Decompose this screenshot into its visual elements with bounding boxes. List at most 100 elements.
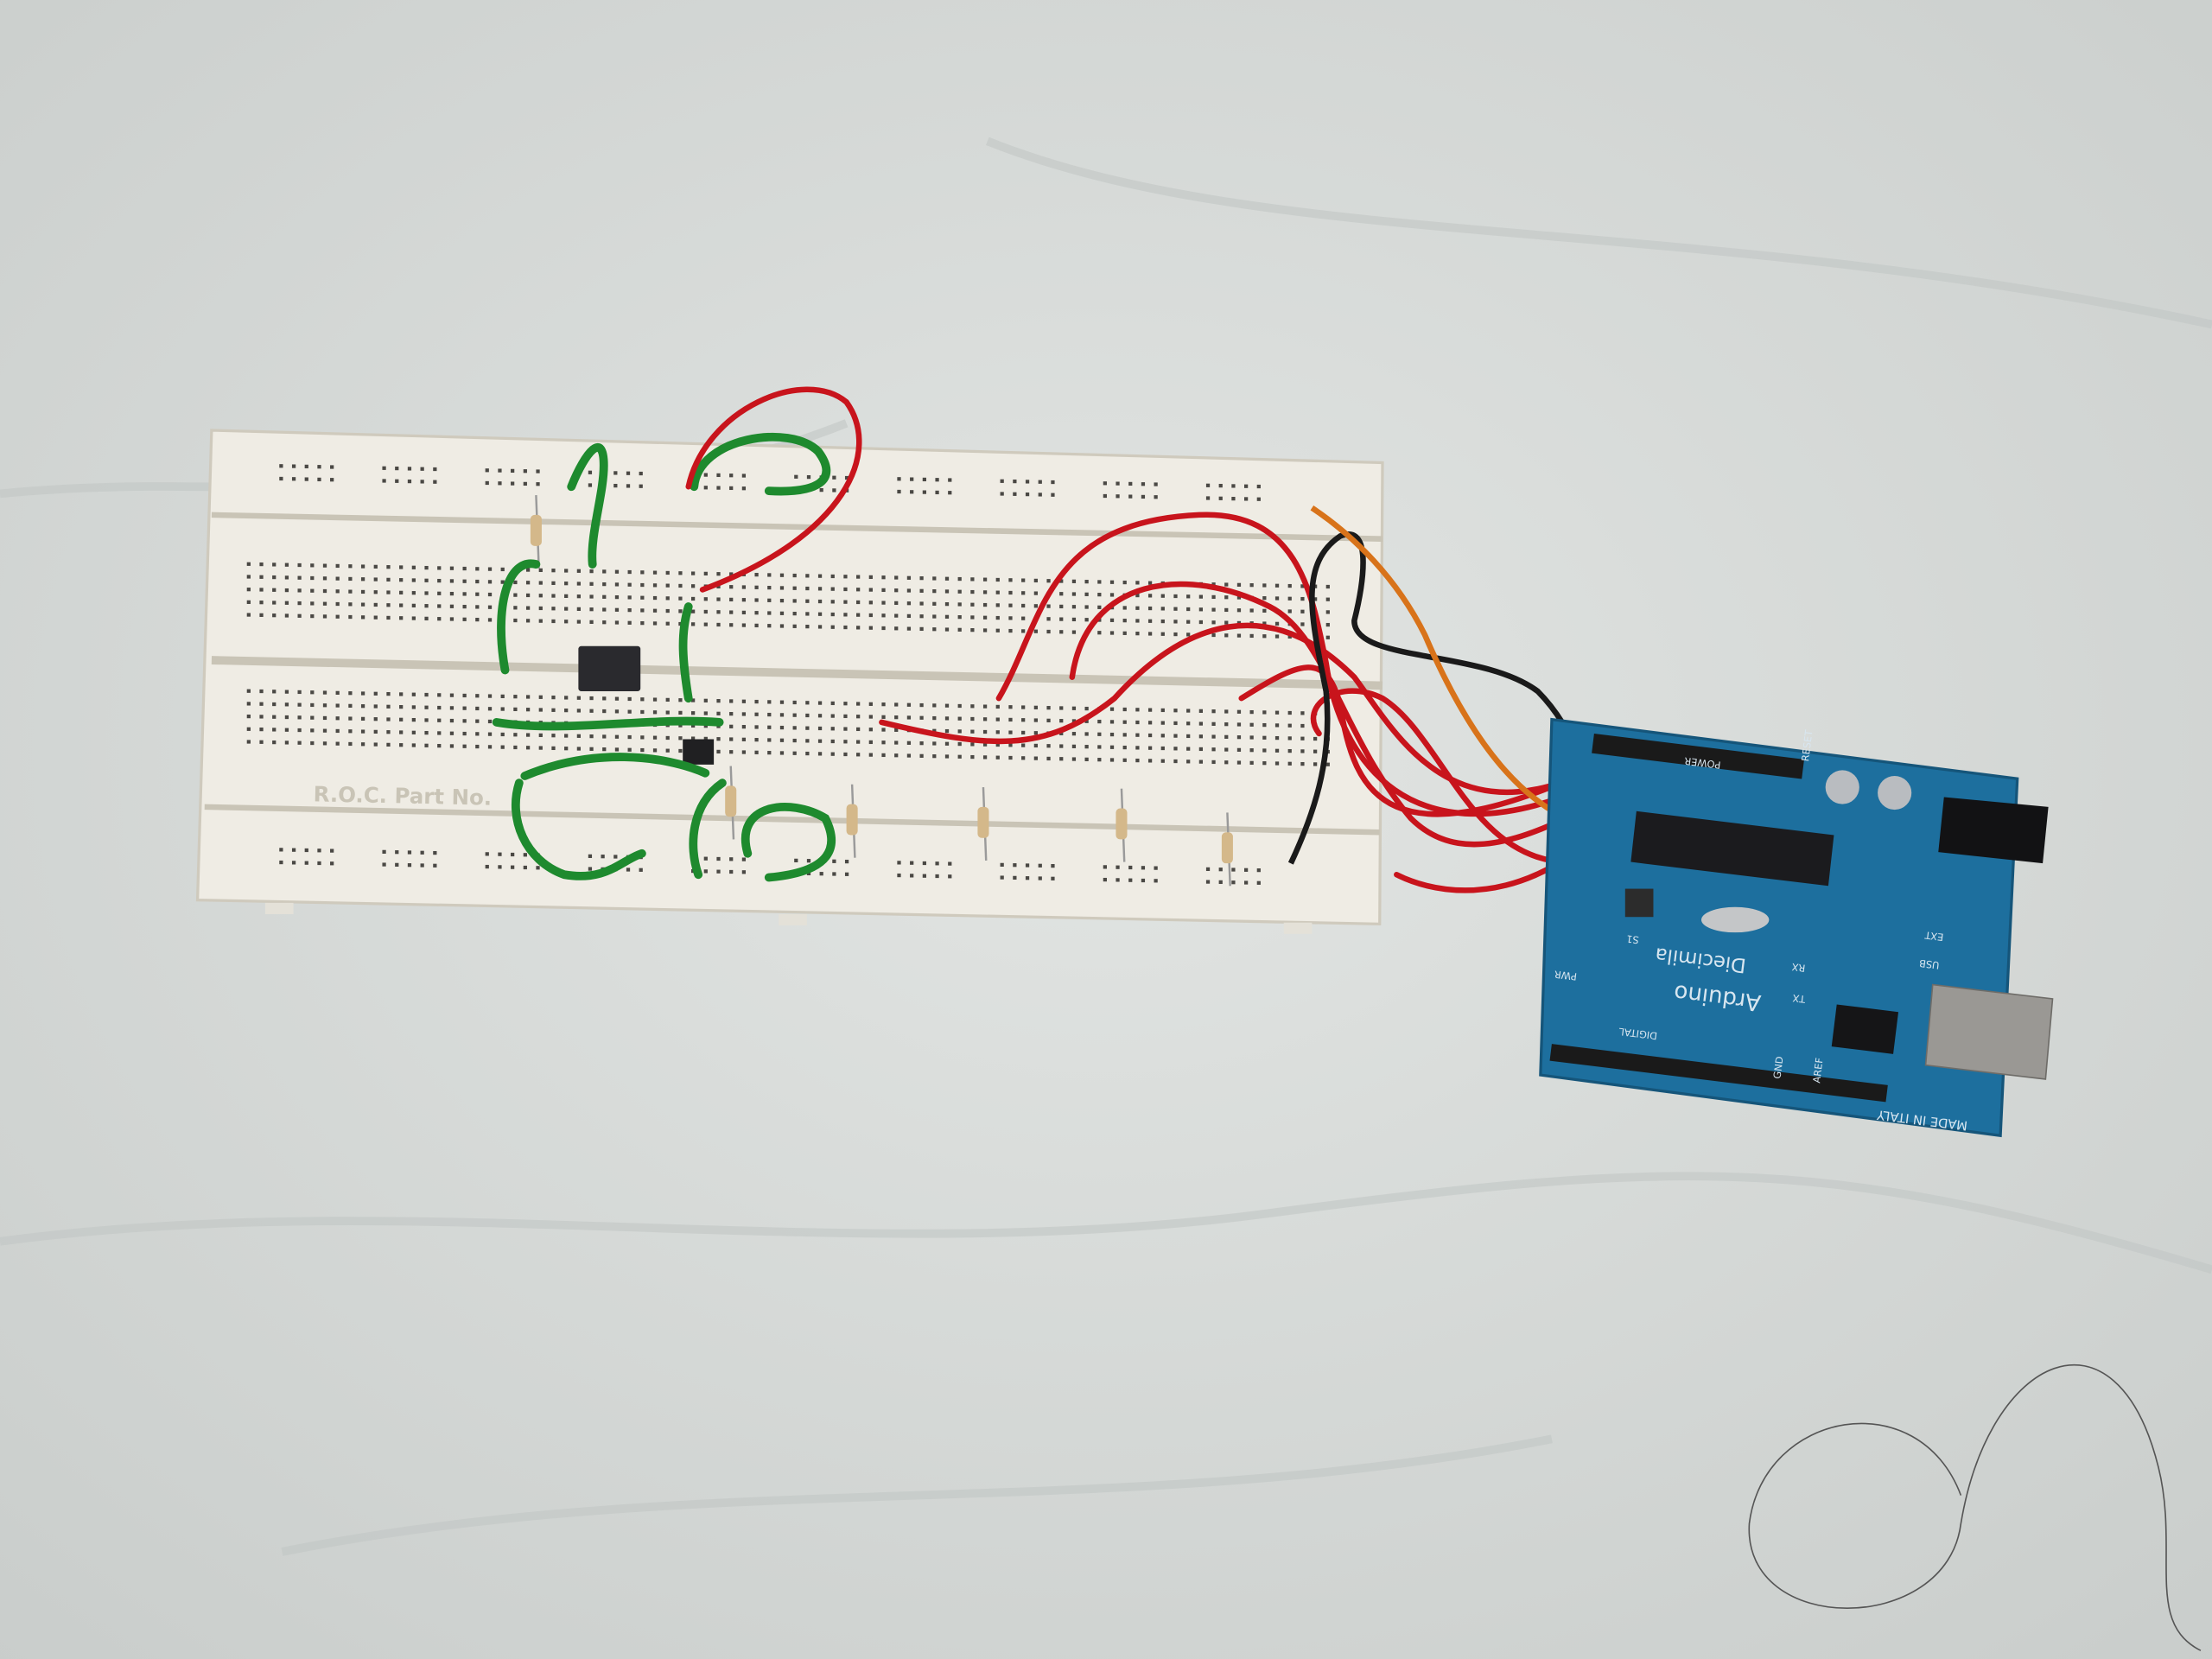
breadboard-hole	[691, 736, 696, 741]
breadboard-hole	[589, 582, 594, 586]
breadboard-hole	[792, 713, 797, 717]
breadboard-hole	[564, 569, 569, 573]
breadboard-hole	[576, 594, 581, 599]
breadboard-hole	[538, 708, 543, 712]
breadboard-hole	[703, 698, 708, 702]
breadboard-hole	[1249, 583, 1254, 588]
breadboard-hole	[360, 704, 365, 709]
breadboard-hole	[843, 600, 848, 604]
breadboard-hole	[1097, 605, 1102, 609]
breadboard-hole	[640, 709, 645, 715]
breadboard-hole	[970, 729, 975, 734]
breadboard-hole	[944, 728, 950, 734]
breadboard-hole	[373, 704, 378, 709]
breadboard-hole	[1218, 868, 1223, 872]
breadboard-hole	[1224, 582, 1229, 587]
breadboard-hole	[922, 861, 926, 866]
breadboard-hole	[1084, 706, 1089, 711]
breadboard-hole	[1135, 708, 1140, 712]
breadboard-hole	[407, 863, 412, 868]
resistor	[1221, 832, 1233, 864]
breadboard-hole	[1205, 880, 1211, 884]
breadboard-hole	[395, 850, 399, 855]
breadboard-hole	[832, 475, 836, 480]
breadboard-hole	[970, 628, 975, 632]
breadboard-hole	[716, 486, 721, 490]
breadboard-hole	[424, 591, 429, 595]
breadboard-hole	[1274, 748, 1280, 753]
breadboard-hole	[995, 628, 1000, 632]
breadboard-hole	[995, 730, 1000, 734]
breadboard-hole	[652, 621, 658, 626]
breadboard-hole	[1236, 722, 1242, 727]
breadboard-hole	[856, 753, 861, 757]
breadboard-hole	[589, 696, 594, 701]
breadboard-hole	[462, 693, 467, 698]
breadboard-hole	[602, 747, 607, 752]
breadboard-hole	[716, 869, 721, 874]
breadboard-hole	[437, 705, 442, 710]
breadboard-hole	[678, 723, 683, 728]
breadboard-hole	[614, 696, 620, 701]
breadboard-hole	[957, 615, 962, 620]
breadboard-hole	[1097, 580, 1102, 584]
breadboard-hole	[881, 753, 886, 758]
breadboard-hole	[830, 701, 835, 706]
breadboard-hole	[881, 575, 886, 580]
breadboard-hole	[420, 863, 424, 868]
breadboard-hole	[982, 590, 988, 594]
breadboard-hole	[817, 612, 823, 616]
breadboard-hole	[1059, 757, 1064, 761]
label-aref: AREF	[1810, 1057, 1825, 1084]
breadboard-hole	[1224, 734, 1229, 739]
breadboard-hole	[1173, 747, 1178, 751]
breadboard-hole	[1211, 594, 1216, 600]
breadboard-hole	[1021, 756, 1026, 760]
breadboard-hole	[627, 696, 632, 702]
breadboard-hole	[805, 739, 810, 743]
breadboard-hole	[906, 715, 912, 720]
breadboard-hole	[310, 575, 315, 581]
transistor	[683, 739, 715, 765]
breadboard-hole	[1000, 862, 1004, 868]
breadboard-hole	[614, 594, 620, 600]
breadboard-hole	[487, 732, 493, 736]
breadboard-hole	[1033, 604, 1038, 608]
breadboard-hole	[322, 576, 327, 581]
breadboard-hole	[703, 571, 708, 576]
breadboard-hole	[449, 706, 454, 710]
breadboard-hole	[601, 855, 605, 859]
breadboard-hole	[957, 627, 962, 632]
breadboard-hole	[1186, 620, 1191, 624]
breadboard-hole	[1097, 593, 1102, 597]
breadboard-hole	[1274, 583, 1280, 588]
breadboard-hole	[272, 601, 276, 605]
breadboard-hole	[1038, 863, 1042, 868]
breadboard-hole	[1173, 632, 1178, 637]
breadboard-hole	[1046, 718, 1051, 722]
breadboard-hole	[382, 479, 386, 483]
breadboard-hole	[856, 715, 861, 719]
breadboard-hole	[259, 575, 264, 579]
breadboard-hole	[665, 710, 670, 715]
breadboard-hole	[330, 465, 334, 469]
breadboard-hole	[399, 565, 404, 569]
breadboard-hole	[970, 754, 975, 760]
breadboard-hole	[957, 729, 962, 734]
breadboard-hole	[322, 563, 327, 568]
breadboard-hole	[259, 588, 264, 592]
breadboard-hole	[1059, 604, 1064, 609]
breadboard-hole	[640, 697, 645, 702]
breadboard-hole	[792, 700, 797, 705]
breadboard-hole	[424, 730, 429, 735]
breadboard-hole	[1122, 606, 1127, 610]
breadboard-hole	[576, 607, 581, 612]
breadboard-hole	[665, 608, 670, 613]
breadboard-hole	[1300, 622, 1305, 626]
breadboard-hole	[843, 575, 848, 579]
breadboard-hole	[716, 572, 721, 576]
breadboard-hole	[576, 747, 581, 751]
breadboard-hole	[817, 714, 823, 718]
breadboard-hole	[995, 742, 1000, 747]
breadboard-hole	[576, 582, 581, 586]
